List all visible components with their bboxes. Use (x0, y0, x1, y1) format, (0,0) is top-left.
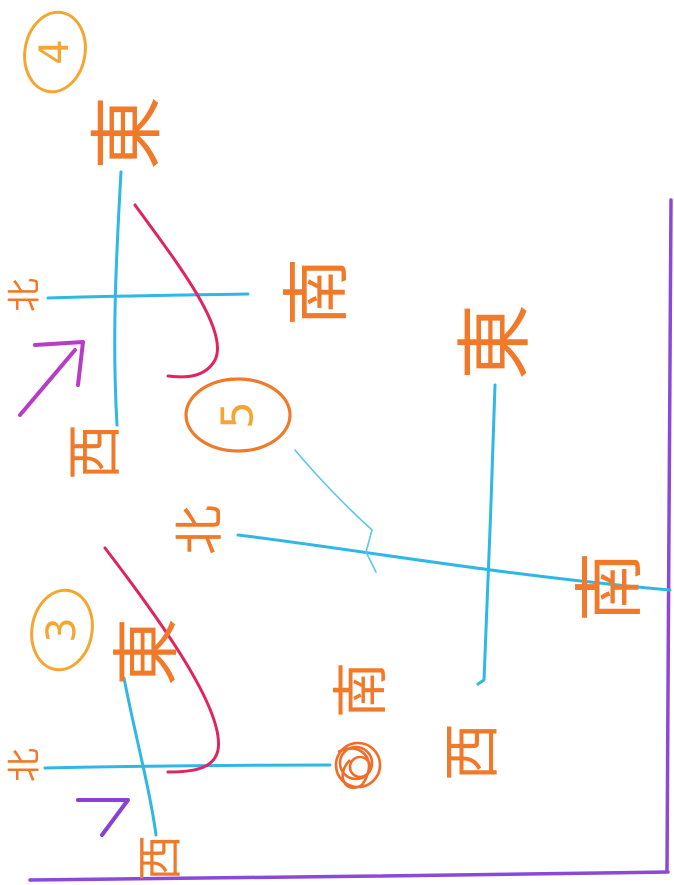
direction-north-4: 北 (5, 278, 45, 312)
cross-horizontal-4 (48, 294, 248, 298)
cross-vertical-5 (478, 385, 495, 684)
pointer-arrow-4 (20, 342, 83, 415)
number-label-3: 3 (39, 617, 85, 642)
page-border-right (667, 200, 671, 870)
page-border-bottom (30, 872, 668, 880)
cross-horizontal-3 (45, 765, 330, 768)
curved-arrow-4 (135, 205, 218, 377)
scribbled-out-mark (336, 743, 380, 788)
direction-west-3: 西 (133, 835, 187, 881)
direction-west-4: 西 (64, 424, 129, 480)
number-label-4: 4 (32, 39, 78, 64)
direction-north-5: 北 (171, 505, 229, 555)
cross-vertical-4 (115, 172, 121, 425)
pointer-arrow-3 (78, 800, 128, 835)
direction-east-5: 東 (451, 304, 540, 380)
diagram-4: 4 東 南 西 北 (5, 7, 358, 480)
direction-east-3: 東 (109, 618, 188, 686)
diagram-3: 3 東 南 西 北 (5, 548, 395, 881)
direction-east-4: 東 (85, 96, 171, 170)
diagram-5: 5 東 南 西 北 (171, 304, 670, 781)
direction-west-5: 西 (438, 723, 506, 781)
number-label-5: 5 (213, 401, 264, 429)
direction-south-5: 南 (569, 552, 651, 622)
cross-vertical-3 (124, 678, 156, 835)
direction-south-4: 南 (279, 258, 358, 326)
direction-north-3: 北 (5, 748, 45, 782)
direction-south-3: 南 (330, 662, 395, 718)
